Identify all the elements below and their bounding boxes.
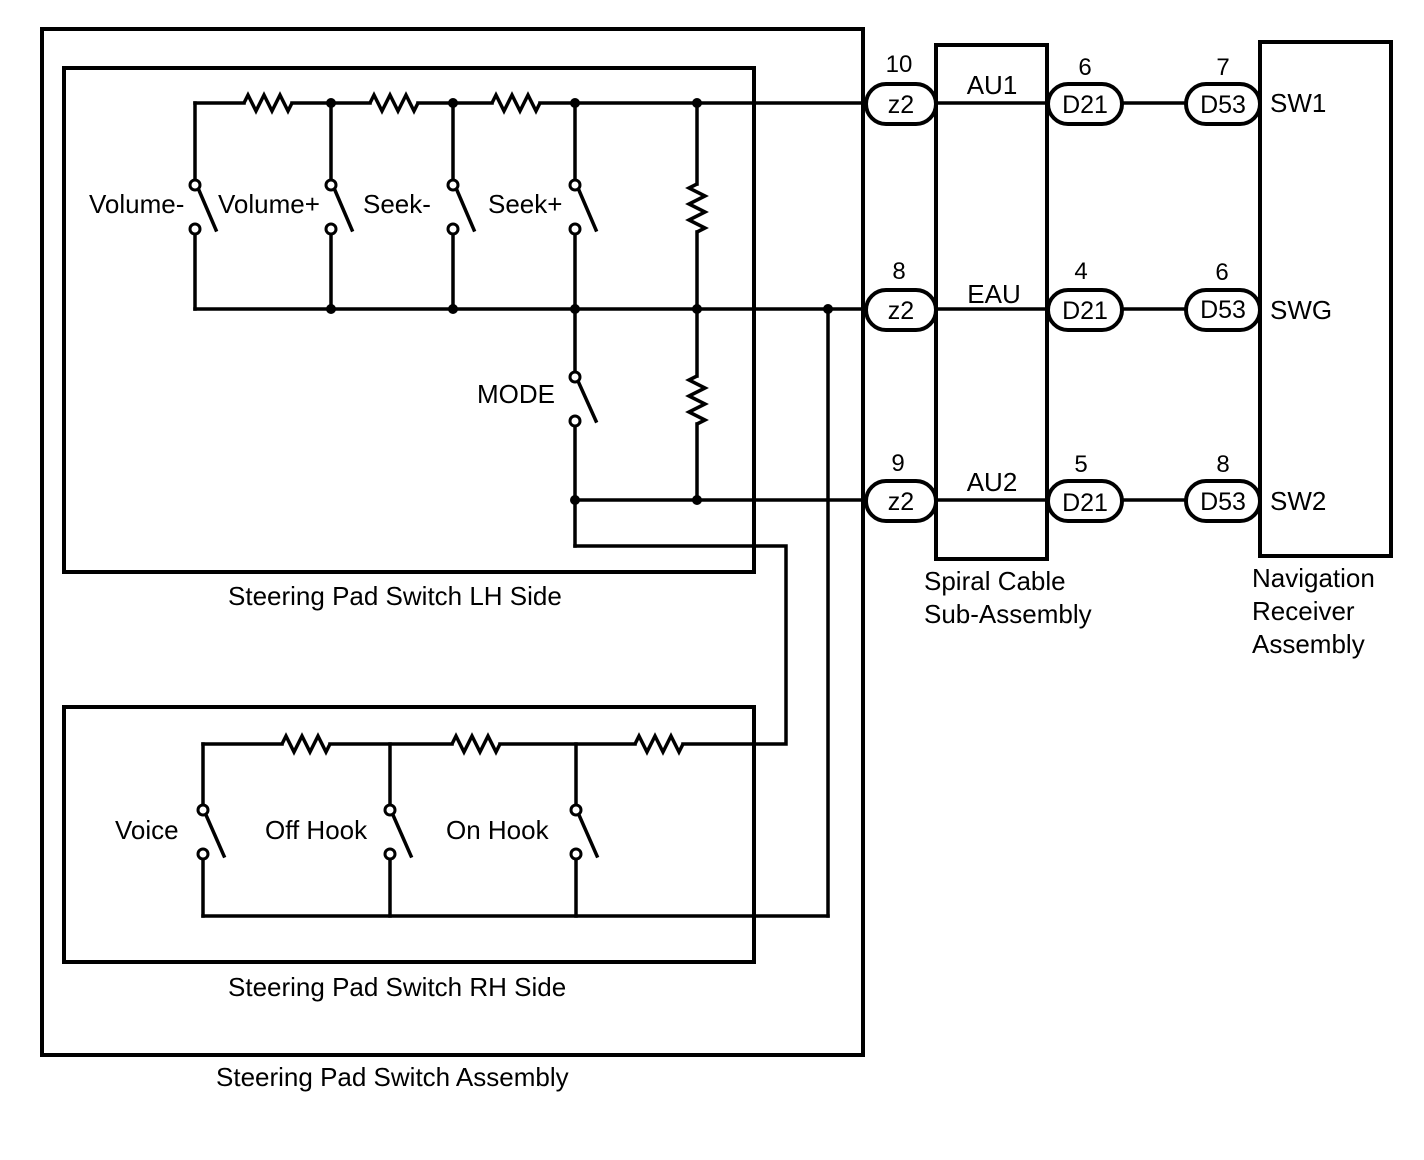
rh-switch-contacts (196, 803, 583, 861)
navigation-receiver-box (1258, 40, 1393, 558)
switch-label-seek-plus: Seek+ (488, 189, 562, 219)
switch-label-voice: Voice (115, 815, 179, 845)
circuit-row-1: 10 z2 AU1 6 D21 7 D53 SW1 (864, 51, 1326, 126)
d21-connector-id: D21 (1062, 489, 1108, 517)
receiver-terminal: SW1 (1270, 88, 1326, 118)
d53-pin-number: 7 (1216, 54, 1229, 81)
lh-junction-nodes (326, 98, 833, 505)
nav-receiver-label-line3: Assembly (1252, 629, 1365, 659)
d21-pin-number: 5 (1074, 451, 1087, 478)
rh-side-label: Steering Pad Switch RH Side (228, 972, 566, 1002)
switch-label-volume-plus: Volume+ (218, 189, 320, 219)
receiver-terminal: SWG (1270, 295, 1332, 325)
nav-receiver-label-line2: Receiver (1252, 596, 1355, 626)
d53-pin-number: 6 (1215, 259, 1228, 286)
connector-z2 (864, 82, 938, 126)
switch-label-mode: MODE (477, 379, 555, 409)
circuit-row-3: 9 z2 AU2 5 D21 8 D53 SW2 (864, 450, 1326, 523)
z2-pin-number: 8 (892, 258, 905, 285)
d21-connector-id: D21 (1062, 91, 1108, 119)
switch-label-seek-minus: Seek- (363, 189, 431, 219)
z2-connector-id: z2 (888, 488, 914, 516)
steering-pad-switch-assembly-box (40, 27, 865, 1057)
d53-connector-id: D53 (1200, 296, 1246, 324)
connector-d53 (1184, 82, 1262, 126)
connector-z2 (864, 479, 938, 523)
switch-label-on-hook: On Hook (446, 815, 550, 845)
connector-d21 (1046, 82, 1124, 126)
z2-pin-number: 10 (886, 51, 913, 78)
signal-name: EAU (967, 279, 1020, 309)
lh-side-wiring (193, 91, 868, 918)
connector-d53 (1184, 288, 1262, 332)
d53-pin-number: 8 (1216, 451, 1229, 478)
lh-side-label: Steering Pad Switch LH Side (228, 581, 562, 611)
rh-side-wiring (201, 732, 830, 918)
receiver-terminal: SW2 (1270, 486, 1326, 516)
nav-receiver-label-line1: Navigation (1252, 563, 1375, 593)
switch-label-off-hook: Off Hook (265, 815, 368, 845)
switch-label-volume-minus: Volume- (89, 189, 184, 219)
d21-pin-number: 4 (1074, 258, 1087, 285)
d53-connector-id: D53 (1200, 91, 1246, 119)
connector-z2 (864, 288, 938, 332)
connector-d21 (1046, 288, 1124, 332)
signal-name: AU2 (967, 467, 1018, 497)
circuit-row-2: 8 z2 EAU 4 D21 6 D53 SWG (864, 258, 1332, 332)
assembly-label: Steering Pad Switch Assembly (216, 1062, 569, 1092)
d53-connector-id: D53 (1200, 488, 1246, 516)
d21-connector-id: D21 (1062, 297, 1108, 325)
signal-name: AU1 (967, 70, 1018, 100)
connector-d53 (1184, 479, 1262, 523)
z2-pin-number: 9 (891, 450, 904, 477)
lh-switch-contacts (188, 178, 582, 428)
z2-connector-id: z2 (888, 91, 914, 119)
connector-d21 (1046, 479, 1124, 523)
z2-connector-id: z2 (888, 297, 914, 325)
lh-side-box (62, 66, 756, 574)
d21-pin-number: 6 (1078, 54, 1091, 81)
spiral-cable-label-line2: Sub-Assembly (924, 599, 1092, 629)
rh-side-box (62, 705, 756, 964)
spiral-cable-label-line1: Spiral Cable (924, 566, 1066, 596)
